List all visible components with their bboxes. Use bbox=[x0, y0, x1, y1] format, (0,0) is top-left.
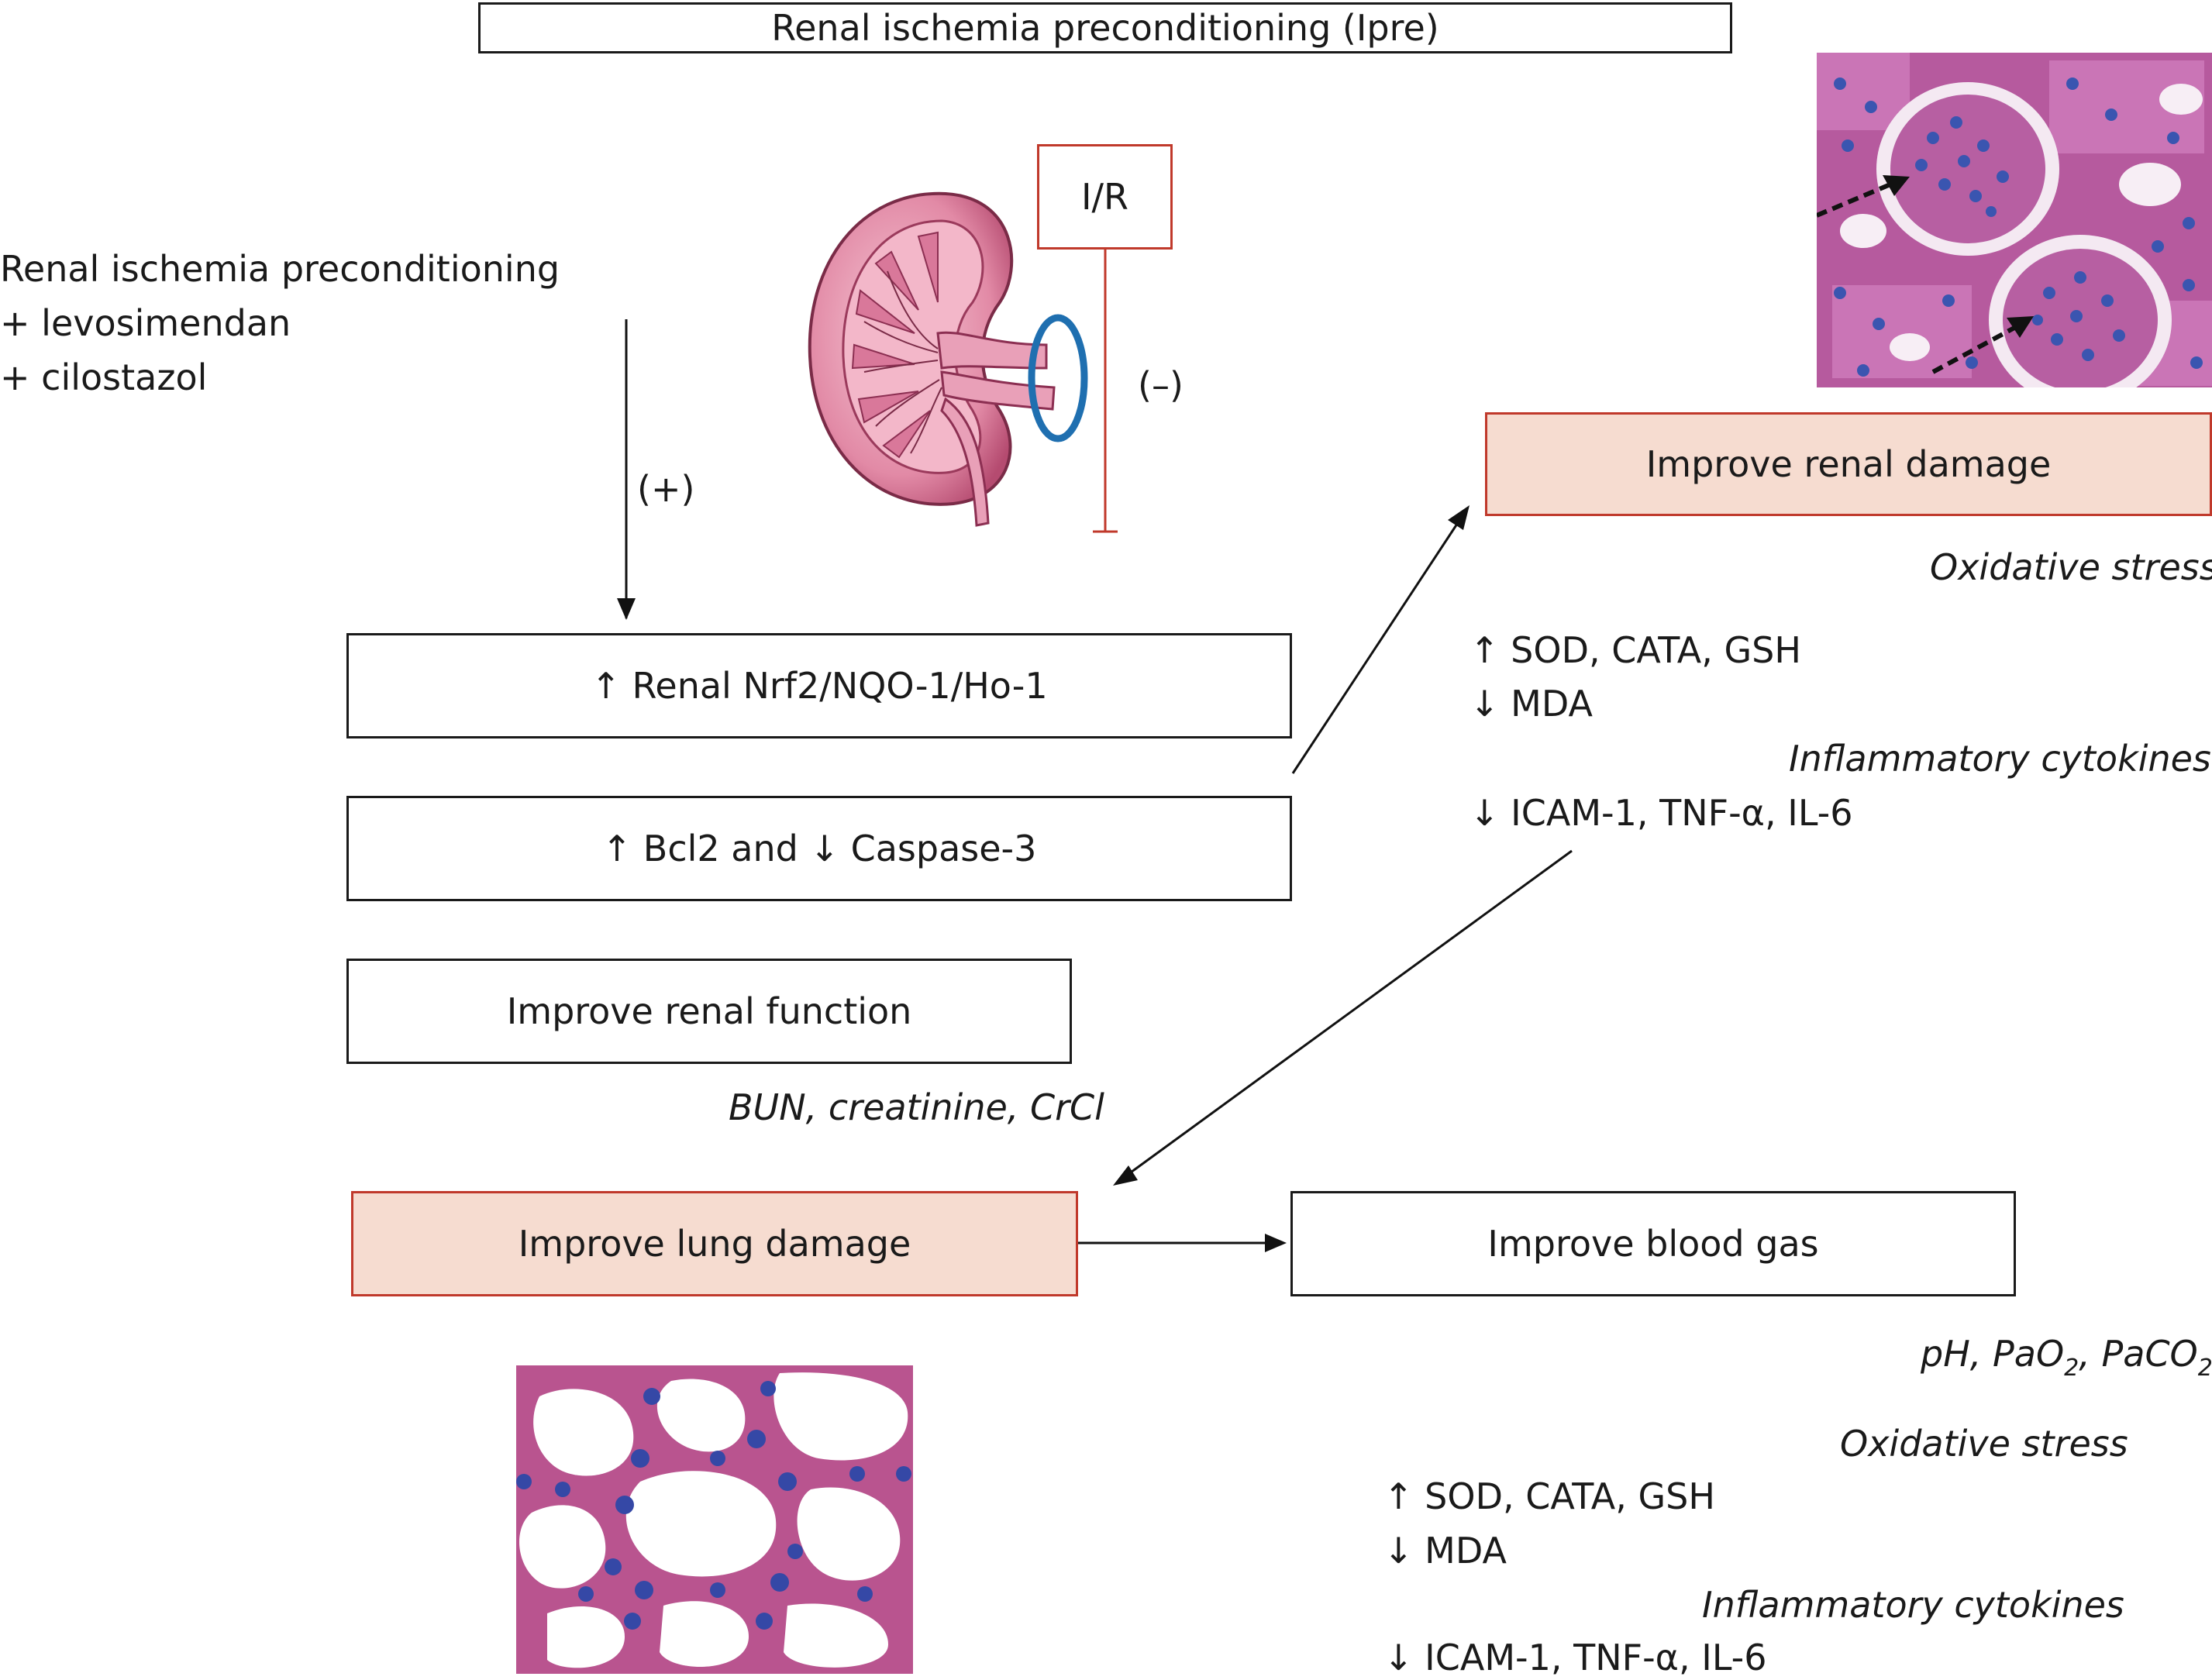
lung-cytokine-heading: Inflammatory cytokines bbox=[1702, 1584, 2124, 1626]
improve-renal-damage-label: Improve renal damage bbox=[1645, 443, 2052, 485]
improve-blood-gas-box: Improve blood gas bbox=[1290, 1191, 2016, 1296]
ir-label: I/R bbox=[1080, 176, 1129, 218]
blood-gas-ph-pao2: pH, PaO bbox=[1921, 1333, 2065, 1375]
paco2-subscript: 2 bbox=[2197, 1355, 2212, 1382]
treatment-text: Renal ischemia preconditioning + levosim… bbox=[0, 242, 560, 405]
bcl2-box: ↑ Bcl2 and ↓ Caspase-3 bbox=[346, 796, 1292, 901]
treatment-line: + cilostazol bbox=[0, 356, 208, 398]
kidney-illustration bbox=[808, 191, 1088, 527]
bcl2-label: ↑ Bcl2 and ↓ Caspase-3 bbox=[601, 828, 1037, 869]
lung-oxidative-down: ↓ MDA bbox=[1383, 1530, 1507, 1572]
renal-cytokines: ↓ ICAM-1, TNF-α, IL-6 bbox=[1469, 792, 1853, 834]
blood-gas-markers: pH, PaO2, PaCO2 bbox=[1921, 1327, 2212, 1396]
inhibit-line bbox=[1093, 250, 1118, 533]
lung-oxidative-heading: Oxidative stress bbox=[1840, 1423, 2128, 1465]
improve-renal-function-box: Improve renal function bbox=[346, 959, 1072, 1064]
treatment-line: Renal ischemia preconditioning bbox=[0, 248, 560, 290]
plus-arrow bbox=[617, 319, 636, 620]
improve-lung-damage-label: Improve lung damage bbox=[518, 1223, 911, 1265]
lung-oxidative-up: ↑ SOD, CATA, GSH bbox=[1383, 1475, 1715, 1517]
to-lung-damage-arrow bbox=[1113, 849, 1573, 1186]
nrf2-box: ↑ Renal Nrf2/NQO-1/Ho-1 bbox=[346, 633, 1292, 738]
renal-oxidative-down: ↓ MDA bbox=[1469, 683, 1593, 725]
ir-box: I/R bbox=[1037, 144, 1173, 250]
plus-label: (+) bbox=[637, 468, 695, 510]
to-blood-gas-arrow bbox=[1078, 1234, 1287, 1252]
to-renal-damage-arrow bbox=[1291, 505, 1469, 774]
improve-renal-function-label: Improve renal function bbox=[506, 990, 912, 1032]
renal-oxidative-heading: Oxidative stress bbox=[1930, 546, 2212, 588]
improve-renal-damage-box: Improve renal damage bbox=[1485, 412, 2212, 516]
treatment-line: + levosimendan bbox=[0, 302, 291, 344]
title-box: Renal ischemia preconditioning (Ipre) bbox=[478, 2, 1732, 53]
improve-lung-damage-box: Improve lung damage bbox=[351, 1191, 1078, 1296]
renal-oxidative-up: ↑ SOD, CATA, GSH bbox=[1469, 629, 1801, 671]
nrf2-label: ↑ Renal Nrf2/NQO-1/Ho-1 bbox=[591, 665, 1048, 707]
kidney-histology-image bbox=[1817, 53, 2212, 387]
lung-cytokines: ↓ ICAM-1, TNF-α, IL-6 bbox=[1383, 1637, 1767, 1678]
improve-blood-gas-label: Improve blood gas bbox=[1487, 1223, 1819, 1265]
title-text: Renal ischemia preconditioning (Ipre) bbox=[771, 7, 1439, 49]
lung-histology-image bbox=[516, 1365, 913, 1674]
blood-gas-paco2: , PaCO bbox=[2079, 1333, 2198, 1375]
renal-cytokine-heading: Inflammatory cytokines bbox=[1789, 738, 2211, 780]
renal-function-markers: BUN, creatinine, CrCl bbox=[729, 1086, 1104, 1128]
pao2-subscript: 2 bbox=[2064, 1355, 2079, 1382]
minus-label: (–) bbox=[1138, 364, 1184, 406]
